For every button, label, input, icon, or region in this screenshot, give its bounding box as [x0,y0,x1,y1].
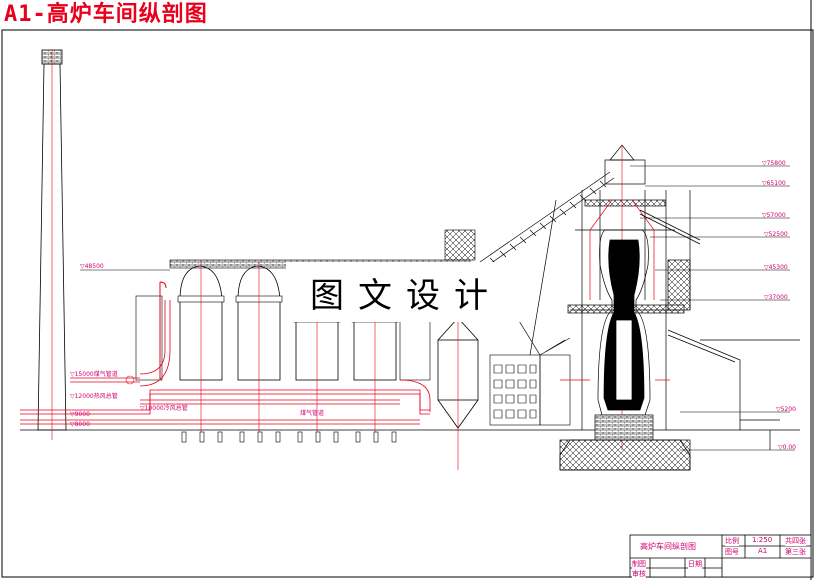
drawing-frame [1,29,814,578]
sheet-number: 第三张 [785,547,806,557]
drawing-title: A1-高炉车间纵剖图 [4,2,208,27]
dust-catcher [437,229,479,470]
valve-drops [125,375,397,443]
pipelines [20,300,431,425]
pipe-label-6: 煤气管道 [300,409,324,417]
pipe-label-3: ▽10000冷风总管 [140,404,188,412]
elevation-leaders [80,165,795,451]
service-building [489,337,571,426]
reviewed-by-label: 审核 [632,569,646,579]
elevation-5200: ▽5200 [776,406,796,413]
watermark-text: 图文设计 [286,262,526,322]
pipe-label-5: ▽8000 [70,421,90,428]
elevation-75800: ▽75800 [762,160,786,167]
drawn-by-label: 制图 [632,559,646,569]
scale-label: 比例 [725,536,739,546]
pipe-label-2: ▽12000热风总管 [70,392,118,400]
pipe-label-1: ▽15000煤气管道 [70,370,118,378]
elevation-52500: ▽52500 [764,231,788,238]
scale-value: 1:250 [752,536,773,544]
elevation-0: ▽0.00 [778,444,796,451]
elevation-45300: ▽45300 [764,264,788,271]
drawing-no-label: 图号 [725,547,739,557]
drawing-no-value: A1 [758,547,768,555]
date-label: 日期 [688,559,702,569]
chimney [37,49,67,440]
title-block-name: 高炉车间纵剖图 [640,541,696,552]
blast-furnace-tower [559,144,800,471]
elevation-57000: ▽57000 [762,212,786,219]
elevation-65100: ▽65100 [762,180,786,187]
elevation-37000: ▽37000 [764,294,788,301]
skip-bridge [479,171,615,356]
pipe-label-4: ▽9000 [70,411,90,418]
sheets-total: 共四张 [785,536,806,546]
elevation-48500: ▽48500 [80,263,104,270]
